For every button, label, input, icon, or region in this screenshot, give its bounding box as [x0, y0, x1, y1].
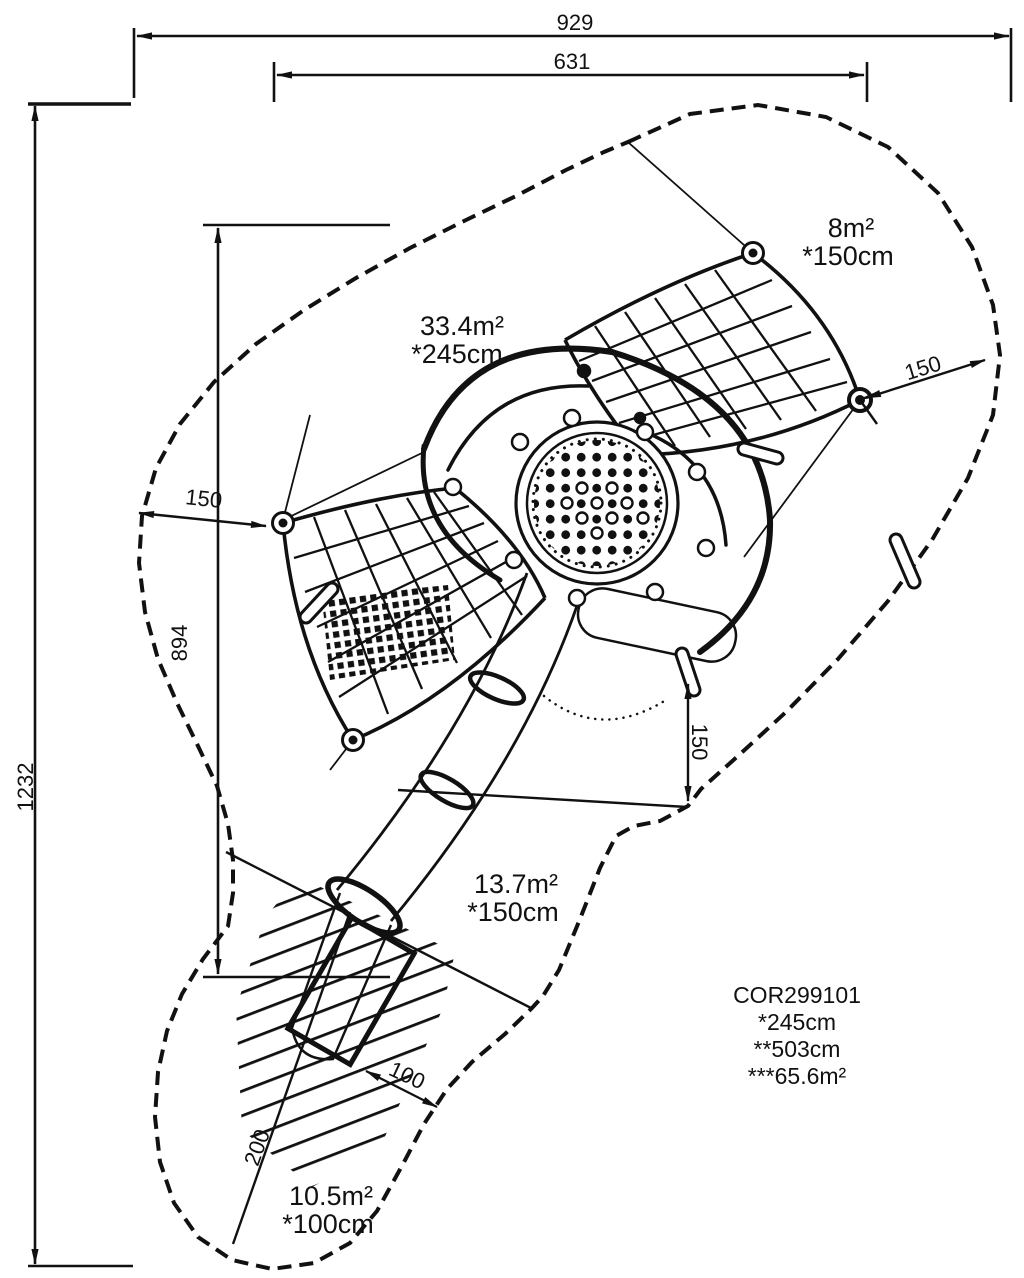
handle-grips: [298, 441, 922, 698]
slide-band-lower: [418, 769, 476, 811]
dimension-anchor-left: [138, 510, 267, 529]
zone-upper-right-height: *150cm: [802, 241, 894, 271]
zone-slide-height: *150cm: [467, 897, 559, 927]
dimension-width-inner: [272, 62, 869, 102]
footing-rectangle: [284, 914, 418, 1068]
dim-width-outer-label: 929: [557, 10, 594, 35]
net-anchor-balls: [271, 241, 880, 752]
zone-main-height: *245cm: [411, 339, 503, 369]
labels: 929 631 1232 894 150 150 150 100 200 8m²…: [13, 10, 944, 1239]
handle-grip-bottom: [674, 646, 702, 698]
frame-joints: [443, 363, 716, 608]
zone-main-area: 33.4m²: [420, 311, 504, 341]
anchor-ball-left: [271, 511, 295, 535]
slide-band-upper: [467, 670, 527, 706]
dimension-height-outer: [28, 102, 133, 1268]
footing-width-line: [365, 1070, 438, 1108]
zone-lower-height: *100cm: [282, 1209, 374, 1239]
handle-grip-left: [298, 581, 340, 625]
dimension-width-outer: [132, 28, 1013, 102]
product-code: COR299101: [733, 982, 861, 1008]
product-total-area: ***65.6m²: [748, 1063, 847, 1089]
central-platform: [514, 420, 680, 586]
zone-lower-area: 10.5m²: [289, 1181, 373, 1211]
dimension-height-inner: [203, 223, 390, 979]
dimension-anchor-right: [865, 358, 986, 400]
dim-height-inner-label: 894: [167, 625, 192, 662]
zone-upper-right-area: 8m²: [828, 213, 875, 243]
anchor-ball-bottom: [341, 728, 365, 752]
play-structure: [271, 142, 922, 1068]
membrane-ring-dots: [560, 481, 650, 540]
product-total-height: **503cm: [754, 1036, 841, 1062]
dim-anchor-right-label: 150: [902, 351, 944, 386]
tube-rails: [420, 345, 774, 655]
dimension-lines: [28, 28, 1013, 1268]
climbing-net-upper-right: [563, 251, 862, 457]
dim-height-outer-label: 1232: [13, 763, 38, 812]
zone-slide-area: 13.7m²: [474, 869, 558, 899]
dim-anchor-bottom-label: 150: [687, 724, 712, 761]
climbing-net-lower-left: [281, 486, 547, 742]
product-fall-height: *245cm: [758, 1009, 836, 1035]
dim-anchor-left-label: 150: [184, 484, 223, 513]
platform-base-frame: [576, 587, 738, 663]
product-info-block: COR299101 *245cm **503cm ***65.6m²: [733, 982, 861, 1089]
anchor-ball-top: [741, 241, 765, 265]
footing-length-line: [231, 911, 352, 1245]
net-fine-mesh-patch: [322, 585, 455, 680]
zone-boundary-line-right: [397, 788, 688, 809]
handle-grip-right: [736, 441, 785, 466]
membrane-lacing-arc: [542, 694, 668, 721]
dim-width-inner-label: 631: [554, 49, 591, 74]
handle-grip-far-right: [888, 532, 922, 590]
